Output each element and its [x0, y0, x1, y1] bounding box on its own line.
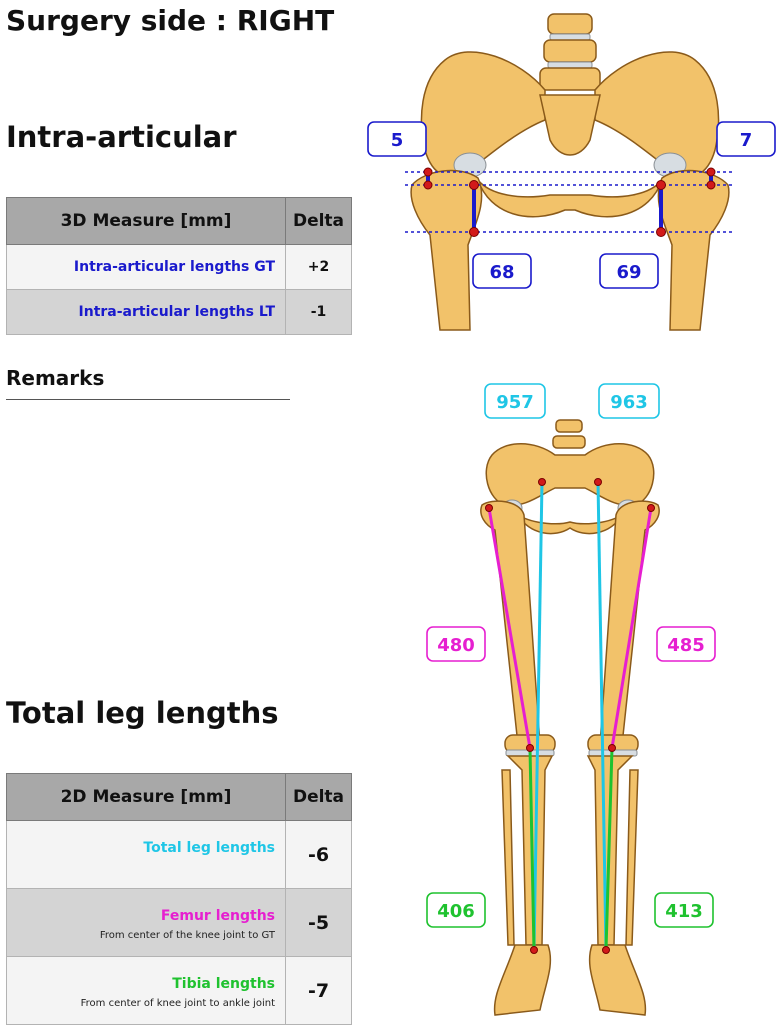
row-label-total: Total leg lengths — [6, 820, 286, 889]
table-row: Tibia lengths From center of knee joint … — [6, 956, 352, 1025]
left-tibia-line — [528, 747, 536, 951]
left-total-line — [532, 481, 544, 951]
value-box-left-tibia: 406 — [426, 892, 486, 928]
value-box-right-femur: 485 — [656, 626, 716, 662]
value-box-right-total: 963 — [598, 383, 660, 419]
pelvis-small — [485, 443, 655, 507]
row-sub-tibia: From center of knee joint to ankle joint — [80, 997, 275, 1009]
total-leg-heading: Total leg lengths — [6, 696, 279, 730]
row-title-total: Total leg lengths — [143, 839, 275, 856]
value-box-right-tibia: 413 — [654, 892, 714, 928]
value-box-left-total: 957 — [484, 383, 546, 419]
full-leg-diagram: 957 963 480 485 406 413 — [426, 383, 716, 1016]
table-row: Intra-articular lengths GT +2 — [6, 244, 352, 290]
value-right-tibia: 413 — [665, 901, 703, 922]
value-right-lt: 69 — [616, 262, 641, 283]
value-box-right-gt: 7 — [716, 121, 776, 157]
total-leg-table: 2D Measure [mm] Delta Total leg lengths … — [6, 773, 352, 1025]
value-box-left-femur: 480 — [426, 626, 486, 662]
row-label-tibia: Tibia lengths From center of knee joint … — [6, 956, 286, 1025]
row-delta-femur: -5 — [285, 888, 352, 957]
remarks-label: Remarks — [6, 366, 105, 390]
table-row: Total leg lengths -6 — [6, 820, 352, 889]
value-left-femur: 480 — [437, 635, 475, 656]
row-delta-total: -6 — [285, 820, 352, 889]
intra-articular-table: 3D Measure [mm] Delta Intra-articular le… — [6, 197, 352, 335]
right-foot — [588, 944, 647, 1016]
row-delta-gt: +2 — [285, 244, 352, 290]
remarks-divider — [6, 399, 290, 400]
left-femur-line — [487, 507, 532, 749]
left-foot — [493, 944, 552, 1016]
table-row: Femur lengths From center of the knee jo… — [6, 888, 352, 957]
left-femur-upper — [410, 169, 483, 331]
value-box-right-lt: 69 — [599, 253, 659, 289]
value-right-gt: 7 — [740, 130, 753, 151]
row-label-femur: Femur lengths From center of the knee jo… — [6, 888, 286, 957]
col-3d-measure: 3D Measure [mm] — [6, 197, 286, 245]
value-right-femur: 485 — [667, 635, 705, 656]
row-title-tibia: Tibia lengths — [172, 975, 275, 992]
row-delta-lt: -1 — [285, 289, 352, 335]
right-total-line — [596, 481, 608, 951]
value-box-left-gt: 5 — [367, 121, 427, 157]
value-left-gt: 5 — [391, 130, 404, 151]
value-left-tibia: 406 — [437, 901, 475, 922]
row-sub-femur: From center of the knee joint to GT — [99, 929, 275, 941]
table-row: Intra-articular lengths LT -1 — [6, 289, 352, 335]
value-left-lt: 68 — [489, 262, 514, 283]
lumbar-spine-icon — [539, 13, 601, 91]
value-right-total: 963 — [610, 392, 648, 413]
row-title-femur: Femur lengths — [160, 907, 275, 924]
row-label-gt: Intra-articular lengths GT — [6, 244, 286, 290]
value-left-total: 957 — [496, 392, 534, 413]
pelvis-closeup: 5 7 68 69 — [367, 13, 776, 331]
value-box-left-lt: 68 — [472, 253, 532, 289]
right-tibia-line — [604, 747, 614, 951]
right-ilium — [594, 51, 720, 178]
reference-lines — [405, 171, 735, 233]
right-femur — [599, 500, 660, 746]
sacrum — [539, 94, 601, 156]
page-title: Surgery side : RIGHT — [6, 4, 335, 37]
row-label-lt: Intra-articular lengths LT — [6, 289, 286, 335]
col-delta: Delta — [285, 773, 352, 821]
left-femur — [480, 500, 541, 746]
col-delta: Delta — [285, 197, 352, 245]
intra-articular-heading: Intra-articular — [6, 120, 237, 154]
right-femur-upper — [657, 169, 730, 331]
right-femur-line — [610, 507, 653, 749]
